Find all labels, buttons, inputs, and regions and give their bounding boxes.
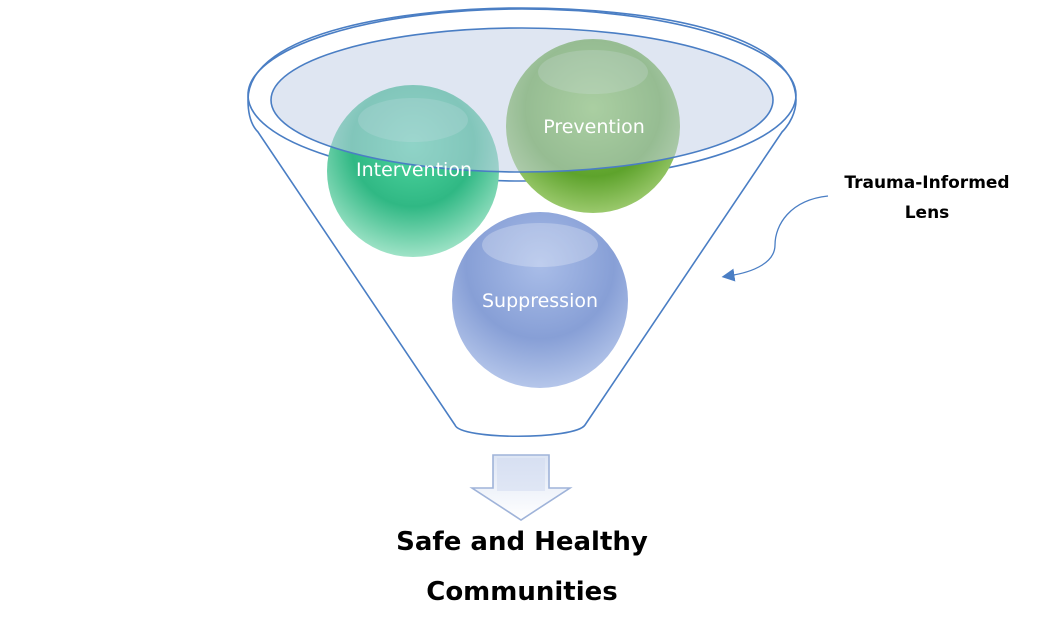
ball-suppression [452, 212, 628, 388]
funnel-top-surface [270, 27, 774, 173]
ball-label-prevention: Prevention [543, 116, 645, 138]
lens-label-line1: Trauma-Informed [844, 173, 1009, 193]
lens-pointer-arrow [721, 195, 829, 282]
ball-suppression-group [452, 212, 628, 388]
lens-label-line2: Lens [905, 203, 950, 223]
result-label-line1: Safe and Healthy [396, 527, 648, 557]
ball-label-suppression: Suppression [482, 290, 598, 312]
funnel-rim-outer [247, 8, 797, 182]
ball-label-intervention: Intervention [356, 159, 472, 181]
result-label-line2: Communities [426, 577, 618, 607]
